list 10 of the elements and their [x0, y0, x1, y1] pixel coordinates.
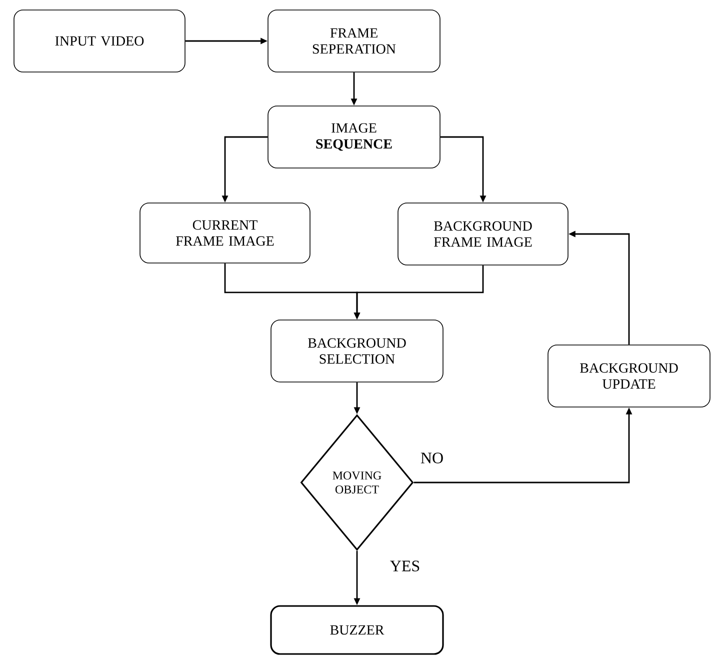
process-box: BACKGROUND UPDATE [548, 344, 710, 408]
edge-label: YES [388, 560, 422, 572]
process-box: BACKGROUND FRAME IMAGE [398, 202, 568, 266]
process-box: BACKGROUND SELECTION [270, 320, 444, 382]
process-box: CURRENT FRAME IMAGE [140, 202, 310, 264]
process-box: IMAGE SEQUENCE [268, 106, 440, 168]
edge-label: NO [419, 452, 445, 464]
terminal-box: BUZZER [270, 605, 444, 655]
process-box: INPUT VIDEO [14, 10, 186, 72]
process-box: FRAME SEPERATION [268, 10, 440, 72]
